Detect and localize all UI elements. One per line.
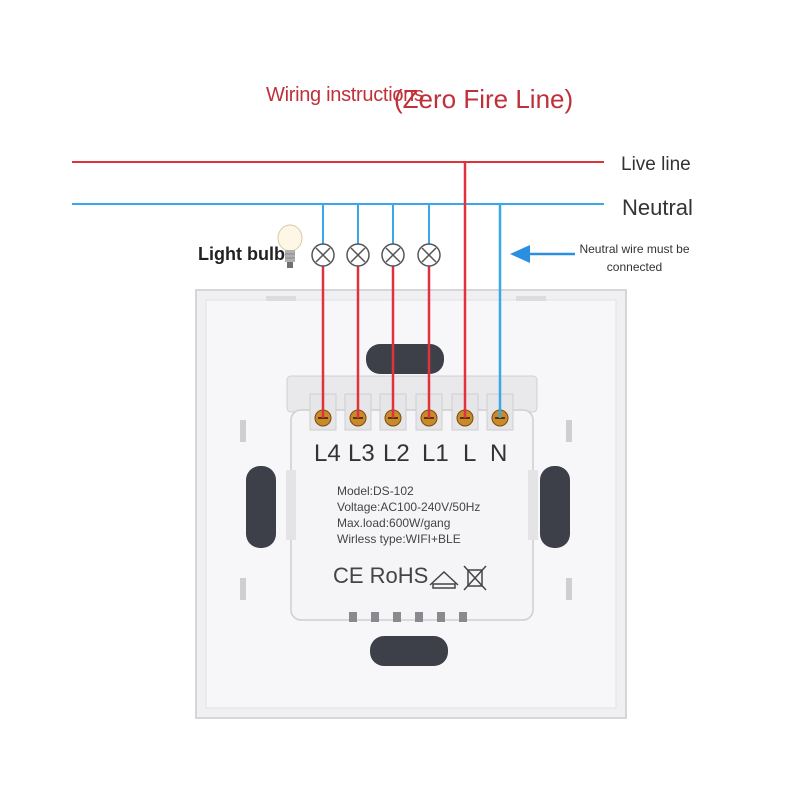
terminal-label-l: L <box>463 440 477 467</box>
home-icon <box>429 570 459 589</box>
wires <box>321 162 502 418</box>
terminal-label-l3: L3 <box>348 440 375 467</box>
weee-bin-icon <box>463 565 487 591</box>
neutral-line-label: Neutral <box>622 195 693 220</box>
terminal-label-n: N <box>490 440 508 467</box>
spec-max-load: Max.load:600W/gang <box>337 516 451 530</box>
switch-module <box>286 375 538 622</box>
lamp-symbol <box>381 243 405 267</box>
neutral-note: Neutral wire must be connected <box>579 242 690 274</box>
terminal-label-l2: L2 <box>383 440 410 467</box>
lamp-symbol <box>346 243 370 267</box>
terminal-label-l4: L4 <box>314 440 341 467</box>
live-line-label: Live line <box>621 154 691 175</box>
arrow-icon <box>510 245 575 263</box>
lamp-symbol <box>311 243 335 267</box>
lamp-symbol <box>417 243 441 267</box>
terminal-label-l1: L1 <box>422 440 449 467</box>
switch-plate <box>195 289 627 719</box>
spec-voltage: Voltage:AC100-240V/50Hz <box>337 500 481 514</box>
spec-model: Model:DS-102 <box>337 484 414 498</box>
title-wiring-instructions: Wiring instructions <box>266 84 424 106</box>
light-bulb-label: Light bulb <box>198 244 285 264</box>
light-bulb-icon <box>277 224 303 268</box>
title-zero-fire-line: (Zero Fire Line) <box>394 84 574 114</box>
cert-marks: CE RoHS <box>333 563 429 588</box>
lamp-symbols <box>311 243 441 267</box>
spec-wireless: Wirless type:WIFI+BLE <box>337 532 461 546</box>
